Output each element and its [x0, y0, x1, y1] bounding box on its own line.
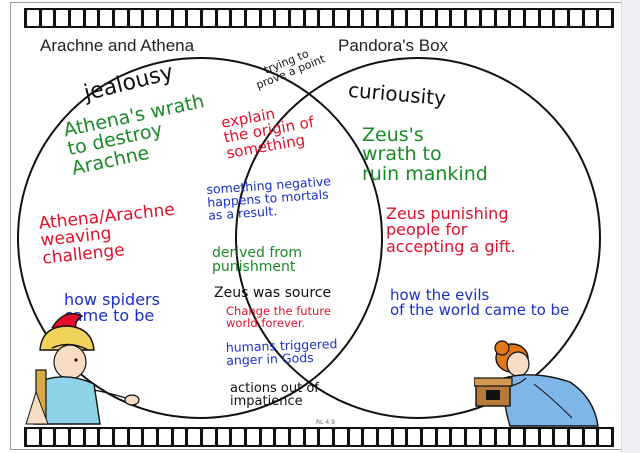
film-perforation — [100, 10, 113, 26]
center-note-anger: humans triggered anger in Gods — [225, 336, 338, 368]
pandora-illustration — [474, 340, 599, 427]
film-perforation — [188, 429, 201, 445]
film-perforation — [320, 10, 333, 26]
film-perforation — [349, 429, 362, 445]
top-film-strip — [24, 8, 614, 28]
page-number: RL 4.9 — [316, 419, 335, 426]
film-perforation — [452, 429, 465, 445]
right-circle — [235, 57, 601, 419]
film-perforation — [569, 429, 582, 445]
film-perforation — [85, 429, 98, 445]
film-perforation — [467, 10, 479, 26]
right-note-punishing: Zeus punishing people for accepting a gi… — [386, 204, 516, 256]
film-perforation — [71, 429, 83, 445]
center-note-future: Change the future world forever. — [226, 304, 331, 330]
film-perforation — [27, 10, 39, 26]
film-perforation — [305, 10, 318, 26]
film-perforation — [555, 429, 567, 445]
film-perforation — [173, 10, 186, 26]
film-perforation — [335, 10, 347, 26]
film-perforation — [335, 429, 347, 445]
film-perforation — [305, 429, 318, 445]
left-circle-title: Arachne and Athena — [40, 36, 195, 55]
left-circle — [17, 57, 383, 419]
film-perforation — [217, 429, 230, 445]
film-perforation — [423, 429, 435, 445]
film-perforation — [540, 429, 553, 445]
center-note-impatience: actions out of impatience — [230, 381, 319, 410]
film-perforation — [247, 10, 259, 26]
film-perforation — [203, 429, 215, 445]
right-note-wrath: Zeus's wrath to ruin mankind — [362, 124, 488, 185]
film-perforation — [584, 429, 597, 445]
film-perforation — [525, 429, 538, 445]
film-perforation — [452, 10, 465, 26]
film-perforation — [173, 429, 186, 445]
film-perforation — [320, 429, 333, 445]
film-perforation — [599, 429, 611, 445]
film-perforation — [159, 429, 171, 445]
film-perforation — [408, 10, 421, 26]
film-perforation — [276, 429, 289, 445]
film-perforation — [393, 429, 406, 445]
film-perforation — [437, 429, 450, 445]
film-perforation — [569, 10, 582, 26]
athena-illustration — [25, 313, 140, 425]
film-perforation — [56, 10, 69, 26]
film-perforation — [291, 10, 303, 26]
film-perforation — [599, 10, 611, 26]
film-perforation — [217, 10, 230, 26]
film-perforation — [555, 10, 567, 26]
film-perforation — [364, 10, 377, 26]
center-note-zeus-source: Zeus was source — [214, 285, 332, 301]
film-perforation — [27, 429, 39, 445]
film-perforation — [71, 10, 83, 26]
film-perforation — [41, 10, 54, 26]
film-perforation — [85, 10, 98, 26]
film-perforation — [276, 10, 289, 26]
film-perforation — [115, 429, 127, 445]
film-perforation — [349, 10, 362, 26]
film-perforation — [511, 429, 523, 445]
film-perforation — [100, 429, 113, 445]
film-perforation — [232, 429, 245, 445]
film-perforation — [496, 429, 509, 445]
bottom-film-strip — [24, 427, 614, 447]
film-perforation — [115, 10, 127, 26]
film-perforation — [540, 10, 553, 26]
film-perforation — [481, 429, 494, 445]
film-perforation — [203, 10, 215, 26]
scrollbar-track[interactable] — [621, 0, 640, 453]
film-perforation — [144, 10, 157, 26]
film-perforation — [188, 10, 201, 26]
film-perforation — [437, 10, 450, 26]
film-perforation — [364, 429, 377, 445]
film-perforation — [232, 10, 245, 26]
film-perforation — [467, 429, 479, 445]
film-perforation — [379, 429, 391, 445]
film-perforation — [159, 10, 171, 26]
film-perforation — [481, 10, 494, 26]
film-perforation — [511, 10, 523, 26]
film-perforation — [423, 10, 435, 26]
center-note-punishment: derived from punishment — [212, 245, 302, 276]
film-perforation — [41, 429, 54, 445]
film-perforation — [393, 10, 406, 26]
film-perforation — [408, 429, 421, 445]
right-note-evils: how the evils of the world came to be — [390, 286, 570, 320]
film-perforation — [261, 429, 274, 445]
film-perforation — [291, 429, 303, 445]
film-perforation — [261, 10, 274, 26]
film-perforation — [56, 429, 69, 445]
film-perforation — [496, 10, 509, 26]
film-perforation — [129, 10, 142, 26]
film-perforation — [129, 429, 142, 445]
right-circle-title: Pandora's Box — [338, 36, 449, 55]
film-perforation — [525, 10, 538, 26]
film-perforation — [584, 10, 597, 26]
film-perforation — [379, 10, 391, 26]
film-perforation — [144, 429, 157, 445]
film-perforation — [247, 429, 259, 445]
